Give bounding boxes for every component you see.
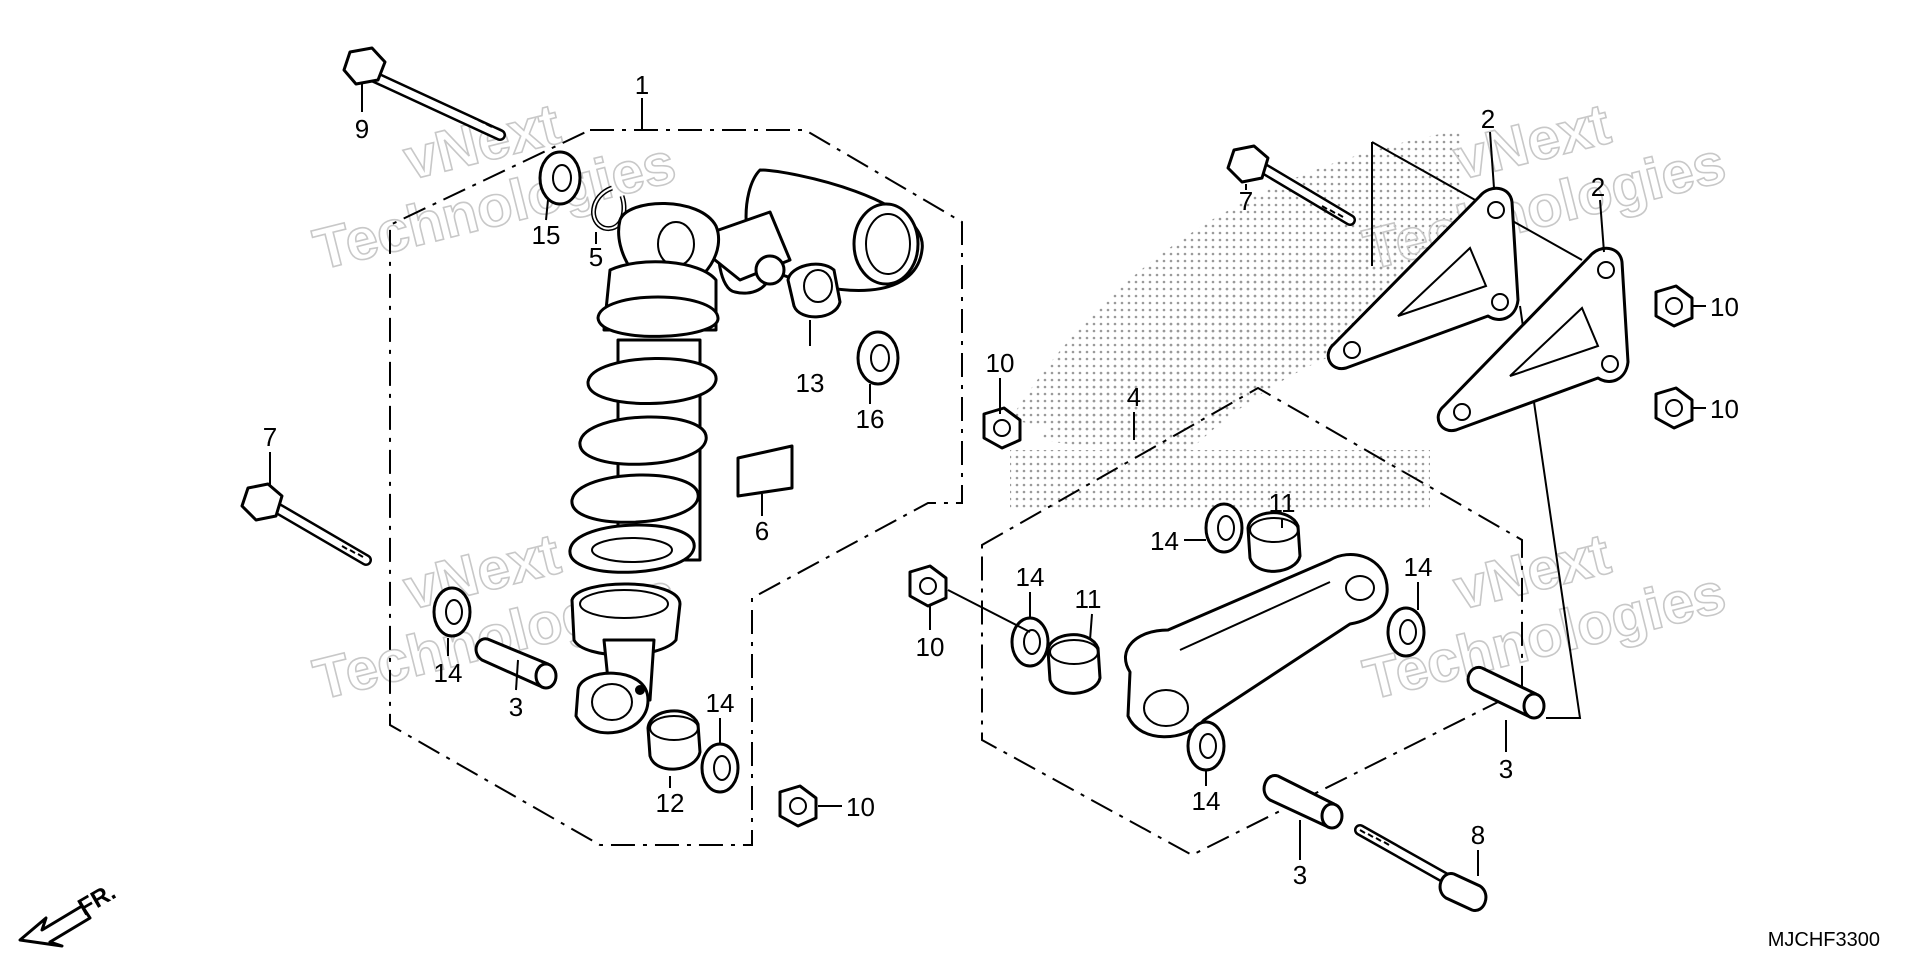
nut-10-right-lower <box>1654 386 1694 430</box>
callout-1: 1 <box>635 70 649 100</box>
callout-3-bottom: 3 <box>1293 860 1307 890</box>
callout-11-lower: 11 <box>1075 584 1102 614</box>
washer-15 <box>538 150 582 206</box>
bearing-12 <box>646 709 702 771</box>
washer-14-left <box>432 586 472 638</box>
bracket-2-rear <box>1326 186 1520 371</box>
callout-14-link-upper: 14 <box>1150 526 1179 556</box>
nut-10-right-upper <box>1654 284 1694 328</box>
washer-14-link-upper <box>1204 502 1244 554</box>
callout-12: 12 <box>656 788 685 818</box>
arrow-left-icon <box>18 904 92 948</box>
washer-16 <box>856 330 900 386</box>
callout-7-left: 7 <box>263 422 277 452</box>
callouts: 1 2 2 3 3 3 4 5 6 7 7 8 9 10 10 10 10 10… <box>263 70 1739 890</box>
link-arm-4 <box>1124 553 1389 739</box>
callout-15: 15 <box>532 220 561 250</box>
callout-9: 9 <box>355 114 369 144</box>
callout-16: 16 <box>856 404 885 434</box>
bearing-11-upper <box>1246 511 1302 573</box>
dotted-logo-background <box>1010 130 1470 510</box>
shock-absorber-1 <box>568 168 924 735</box>
callout-10-center: 10 <box>986 348 1015 378</box>
washer-14-link-bottom <box>1186 720 1226 772</box>
link-assembly-boundary <box>981 386 1523 857</box>
callout-14-link-right: 14 <box>1404 552 1433 582</box>
nut-10-link <box>908 564 948 608</box>
collar-3-bottom <box>1262 774 1344 830</box>
circlip-5 <box>591 185 627 232</box>
diagram-code: MJCHF3300 <box>1768 929 1880 951</box>
callout-8: 8 <box>1471 820 1485 850</box>
washer-14-lower <box>700 742 740 794</box>
callout-10-right-upper: 10 <box>1710 292 1739 322</box>
callout-14-lower: 14 <box>706 688 735 718</box>
callout-4: 4 <box>1127 382 1141 412</box>
front-direction-indicator: FR. <box>18 878 120 948</box>
callout-6: 6 <box>755 516 769 546</box>
nut-10-lower-left <box>778 784 818 828</box>
callout-5: 5 <box>589 242 603 272</box>
collar-3-left <box>474 637 558 690</box>
shock-assembly-boundary <box>389 129 963 846</box>
callout-14-left: 14 <box>434 658 463 688</box>
callout-3-right: 3 <box>1499 754 1513 784</box>
callout-14-link-left: 14 <box>1016 562 1045 592</box>
bolt-9 <box>342 46 506 141</box>
bolt-8 <box>1354 824 1488 912</box>
callout-10-link: 10 <box>916 632 945 662</box>
bolt-7-left <box>240 482 372 566</box>
collar-3-right <box>1466 665 1546 720</box>
label-6 <box>736 444 794 498</box>
callout-10-lower-left: 10 <box>846 792 875 822</box>
washer-14-link-right <box>1386 606 1426 658</box>
callout-11-upper: 11 <box>1269 488 1296 518</box>
collar-13 <box>786 262 842 319</box>
bracket-2-front <box>1436 246 1630 433</box>
callout-7-right: 7 <box>1239 186 1253 216</box>
callout-10-right-lower: 10 <box>1710 394 1739 424</box>
callout-2-front: 2 <box>1591 172 1605 202</box>
callout-3-left: 3 <box>509 692 523 722</box>
callout-14-link-bottom: 14 <box>1192 786 1221 816</box>
bolt-7-right <box>1226 144 1356 226</box>
bearing-11-lower <box>1046 633 1102 695</box>
nut-10-center <box>982 406 1022 450</box>
callout-13: 13 <box>796 368 825 398</box>
leader-lines <box>269 84 1706 876</box>
callout-2-rear: 2 <box>1481 104 1495 134</box>
